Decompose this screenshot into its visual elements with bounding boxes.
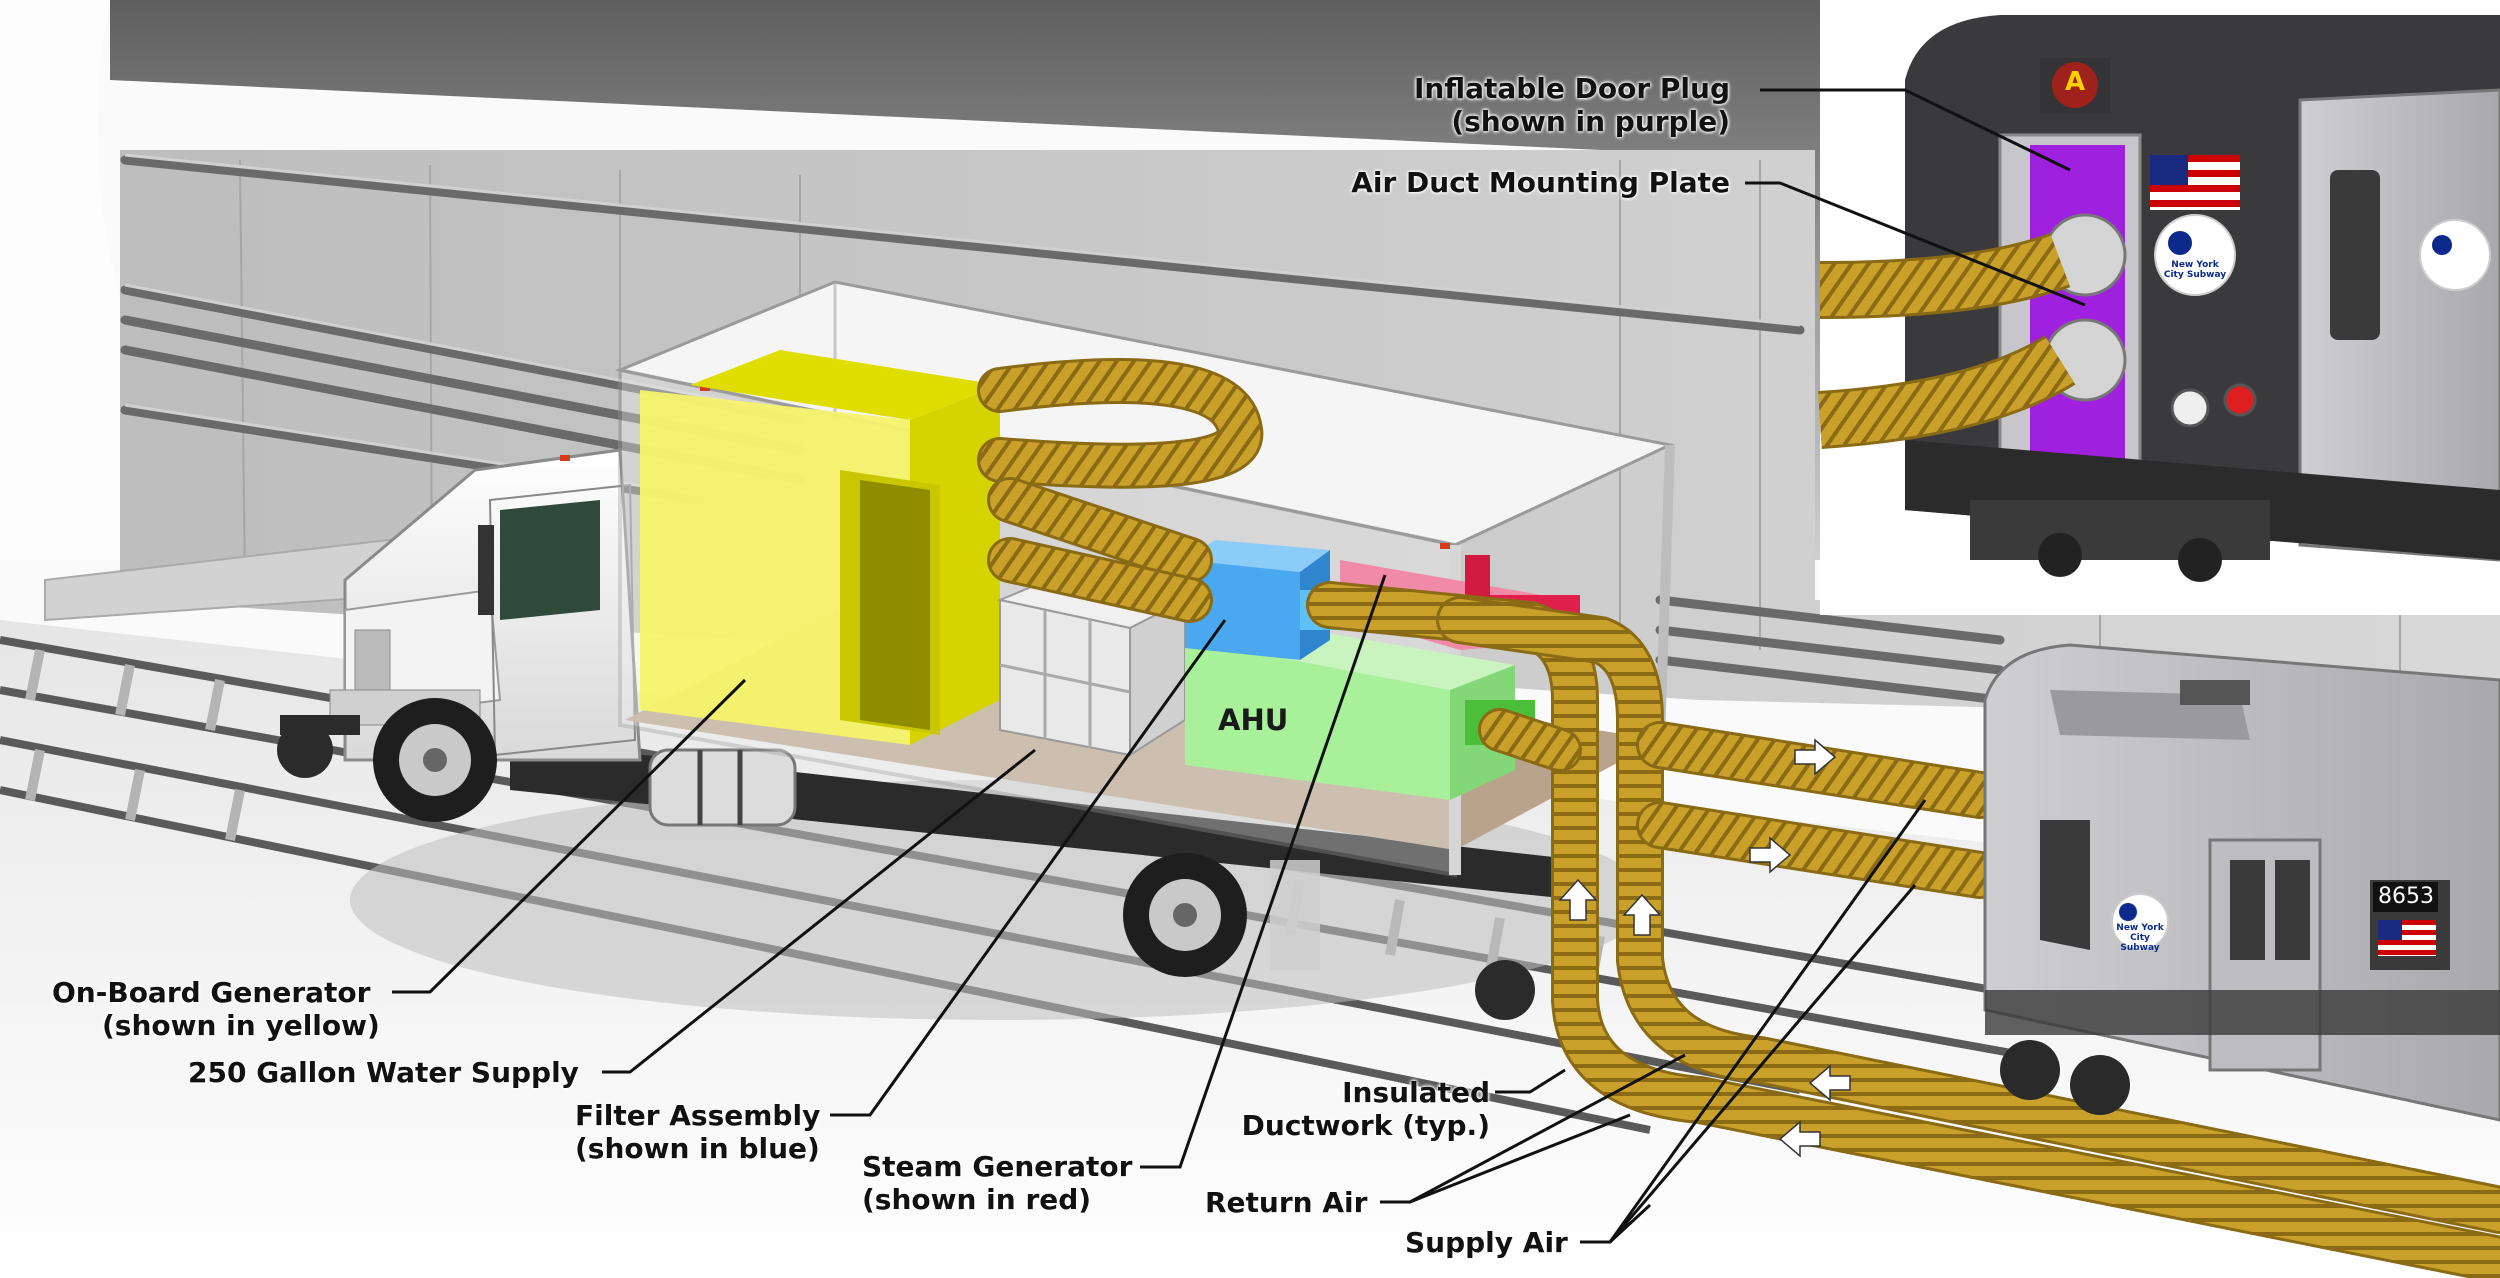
cab-door [488, 483, 637, 757]
mta-logo-inset [2154, 214, 2236, 296]
callout-ductwork-line2: Ductwork (typ.) [1241, 1109, 1490, 1142]
callout-ductwork: Insulated Ductwork (typ.) [1130, 1076, 1490, 1142]
arrow-right-2 [1749, 836, 1792, 874]
callout-filter-line1: Filter Assembly [575, 1099, 821, 1132]
leader-supply-3 [1608, 1203, 1652, 1244]
leader-mounting-plate [1745, 181, 2086, 307]
leader-filter [830, 619, 1227, 1117]
steam-tank [1465, 555, 1490, 600]
arrow-left-1 [1808, 1064, 1851, 1102]
car-flag [2378, 920, 2436, 956]
leader-ductwork [1495, 1068, 1566, 1094]
leader-return-2 [1409, 1113, 1631, 1204]
callout-steam: Steam Generator (shown in red) [862, 1150, 1132, 1216]
callout-steam-line1: Steam Generator [862, 1150, 1133, 1183]
car-number-plate [2373, 882, 2438, 912]
car-bogie [2000, 1040, 2130, 1115]
callout-door-plug: Inflatable Door Plug (shown in purple) [1300, 72, 1730, 138]
filter-top [1185, 540, 1330, 572]
car-end-window [2040, 820, 2090, 950]
callout-generator: On-Board Generator (shown in yellow) [52, 976, 380, 1042]
generator-top [690, 350, 1000, 420]
callout-mounting-plate: Air Duct Mounting Plate [1351, 166, 1730, 199]
callout-door-plug-line2: (shown in purple) [1451, 105, 1730, 138]
car-number: 8653 [2378, 884, 2434, 909]
mud-flap [1270, 860, 1320, 970]
ahu-label: AHU [1218, 703, 1289, 737]
callout-generator-line2: (shown in yellow) [102, 1009, 380, 1042]
ahu-front [1185, 640, 1450, 800]
leader-generator [392, 678, 747, 994]
grille [354, 629, 391, 691]
callout-door-plug-line1: Inflatable Door Plug [1413, 72, 1730, 105]
arrow-left-2 [1778, 1120, 1821, 1158]
inset-panel [1818, 0, 2500, 615]
callout-steam-line2: (shown in red) [862, 1183, 1092, 1216]
leader-door-plug [1760, 88, 2071, 172]
inset-flag [2150, 155, 2240, 210]
subway-car [1983, 643, 2500, 1122]
callout-filter-line2: (shown in blue) [575, 1132, 820, 1165]
arrow-up-1 [1558, 878, 1598, 921]
inset-logo-text: New York City Subway [2163, 260, 2227, 280]
flow-arrows [1558, 738, 1851, 1158]
callout-return-air: Return Air [1205, 1186, 1368, 1219]
leader-steam [1140, 574, 1387, 1169]
callout-filter: Filter Assembly (shown in blue) [575, 1099, 820, 1165]
callout-ductwork-line1: Insulated [1342, 1076, 1490, 1109]
arrow-up-2 [1622, 893, 1662, 936]
cab-window [500, 500, 600, 620]
fuel-tank [648, 748, 797, 827]
leader-supply-2 [1608, 884, 1917, 1243]
leader-water [602, 748, 1036, 1074]
front-wheel [373, 698, 497, 822]
rear-hi-rail-wheel [1475, 960, 1535, 1020]
callout-generator-line1: On-Board Generator [52, 976, 371, 1009]
hi-rail-wheel [277, 722, 333, 778]
car-logo-text: New York City Subway [2116, 923, 2164, 953]
callout-water: 250 Gallon Water Supply [188, 1056, 579, 1089]
route-sign [2052, 62, 2098, 108]
door-plug-purple [2030, 145, 2125, 470]
rear-wheel [1123, 853, 1247, 977]
mirror [478, 525, 494, 615]
callout-supply-air: Supply Air [1405, 1226, 1568, 1259]
leader-lines [392, 88, 2086, 1244]
route-letter: A [2064, 67, 2086, 97]
arrow-right-1 [1794, 738, 1837, 776]
